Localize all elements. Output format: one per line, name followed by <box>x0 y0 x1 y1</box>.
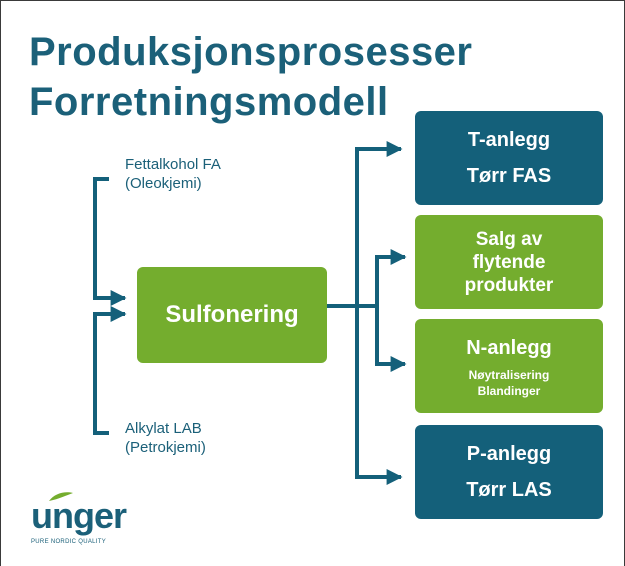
logo-word: unger <box>31 495 127 536</box>
title-line-1: Produksjonsprosesser <box>29 30 473 74</box>
output-box-p-anlegg: P-anlegg Tørr LAS <box>415 425 603 519</box>
branch-salg <box>375 249 407 306</box>
title-line-2: Forretningsmodell <box>29 80 389 124</box>
logo-tagline: PURE NORDIC QUALITY <box>31 539 107 545</box>
process-label: Sulfonering <box>165 301 299 328</box>
branch-p-anlegg <box>355 306 403 485</box>
leaf-icon <box>49 492 73 501</box>
process-box-sulfonering: Sulfonering <box>137 267 327 363</box>
input-label-fettalkohol: Fettalkohol FA (Oleokjemi) <box>125 156 221 192</box>
unger-logo: unger PURE NORDIC QUALITY <box>31 492 161 557</box>
input-bracket-bottom <box>93 306 127 435</box>
output-box-n-anlegg: N-anlegg Nøytralisering Blandinger <box>415 319 603 413</box>
output-box-salg: Salg av flytende produkter <box>415 215 603 309</box>
input-bracket-top <box>93 177 127 306</box>
input-label-alkylat: Alkylat LAB (Petrokjemi) <box>125 420 206 456</box>
page-title: Produksjonsprosesser Forretningsmodell <box>29 27 473 127</box>
output-box-t-anlegg: T-anlegg Tørr FAS <box>415 111 603 205</box>
branch-n-anlegg <box>375 306 407 372</box>
branch-t-anlegg <box>355 141 403 306</box>
